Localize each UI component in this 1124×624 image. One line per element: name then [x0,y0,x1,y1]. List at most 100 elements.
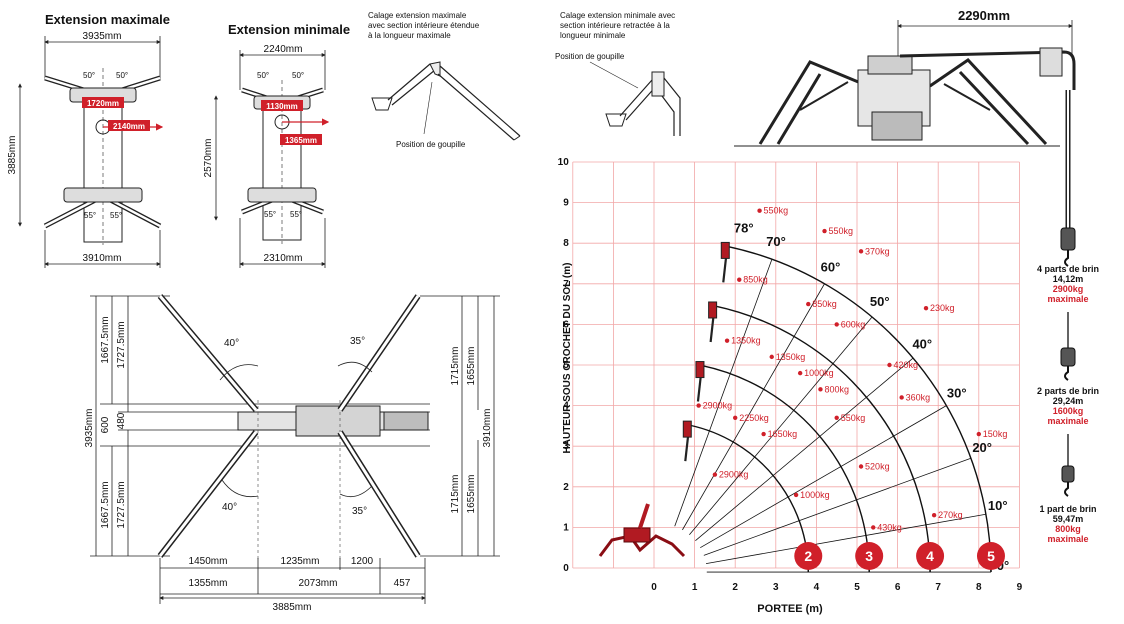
load-point-label: 800kg [824,384,849,394]
load-point [724,338,730,343]
angle-label: 78° [734,221,754,236]
x-tick-label: 0 [651,582,657,593]
boom-head [695,361,705,379]
calage-max-line-3: à la longueur maximale [368,31,451,40]
load-point-label: 520kg [865,462,890,472]
top-view-left-dim-5: 1667.5mm [100,481,111,528]
section-badge [794,542,823,570]
top-view-bottom-row2-3: 457 [394,578,411,589]
hook-block-3-length: 59,47m [1053,514,1084,524]
y-tick-label: 10 [558,157,570,168]
top-view-angle-2: 35° [350,336,365,347]
hook-blocks: 4 parts de brin 14,12m 2900kg maximale 2… [1037,227,1099,544]
section-badge-label: 2 [804,548,812,564]
calage-min-line-1: Calage extension minimale avec [560,11,675,20]
load-point [761,431,766,437]
extension-max-angle-top-right: 50° [116,71,128,80]
load-point [737,277,742,282]
angle-label: 70° [766,234,786,249]
x-tick-label: 6 [895,582,901,593]
load-arc [727,245,992,573]
angle-label: 20° [972,440,992,455]
load-point [793,492,799,498]
extension-max-width-bottom: 3910mm [83,253,122,264]
extension-min-width-bottom: 2310mm [264,253,303,264]
boom-head [682,420,692,438]
load-point [871,525,876,530]
x-tick-label: 4 [814,582,820,593]
top-view-bottom-row1-3: 1200 [351,556,374,567]
angle-label: 30° [947,386,967,401]
top-view-bottom-total: 3885mm [273,602,312,613]
extension-max-diagram: Extension maximale 3935mm 3885mm 50° 50°… [7,12,170,268]
load-point [834,322,839,327]
top-view-left-dim-2: 1727.5mm [116,321,127,368]
load-chart-xlabel: PORTEE (m) [757,603,823,615]
angle-label: 40° [912,336,932,351]
load-point-label: 2900kg [719,470,749,480]
load-point-label: 1000kg [804,368,834,378]
calage-max-pin-label: Position de goupille [396,140,466,149]
x-tick-label: 9 [1017,582,1023,593]
boom-head [720,241,730,259]
angle-ray [703,457,972,556]
load-chart-points: 550kg550kg370kg850kg850kg600kg230kg1350k… [696,206,1007,532]
y-tick-label: 0 [563,563,569,574]
load-arc [701,364,870,573]
top-view-left-dim-3: 600 [100,416,111,433]
calage-min-pin-label: Position de goupille [555,52,625,61]
top-view-right-dim-4: 1655mm [466,475,477,514]
extension-min-diagram: Extension minimale 2240mm 2570mm 50° 50°… [203,22,350,268]
load-chart-machine-icon [598,503,686,558]
load-arc [689,424,809,573]
extension-max-width-top: 3935mm [83,31,122,42]
extension-max-angle-top-left: 50° [83,71,95,80]
load-point-label: 850kg [812,299,837,309]
load-point-label: 1000kg [800,490,830,500]
load-point [696,403,701,408]
side-view-width: 2290mm [958,8,1010,23]
section-badge-label: 3 [865,548,873,564]
calage-min-diagram: Calage extension minimale avec section i… [555,11,681,136]
x-tick-label: 1 [692,582,698,593]
load-point-label: 1650kg [768,429,798,439]
angle-label: 60° [821,259,841,274]
top-view-bottom-row2-1: 1355mm [189,578,228,589]
calage-max-line-2: avec section intérieure étendue [368,21,480,30]
y-tick-label: 8 [563,238,569,249]
load-point [769,354,774,360]
calage-min-line-2: section intérieure retractée à la [560,21,670,30]
extension-min-tag-2: 1365mm [285,136,317,145]
top-view-bottom-row1-1: 1450mm [189,556,228,567]
top-view-left-dim-6: 1727.5mm [116,481,127,528]
top-view-right-dim-2: 1655mm [466,347,477,386]
load-point [899,395,904,400]
y-tick-label: 9 [563,198,569,209]
top-view-bottom-row2-2: 2073mm [299,578,338,589]
load-point-label: 550kg [829,226,854,236]
load-point-label: 2250kg [739,413,769,423]
section-badge [976,542,1005,570]
y-tick-label: 2 [563,482,569,493]
hook-block-3-max: maximale [1047,534,1088,544]
x-tick-label: 2 [732,582,738,593]
y-tick-label: 4 [563,401,569,412]
hook-block-1-max: maximale [1047,294,1088,304]
angle-ray [705,513,986,564]
angle-label: 10° [988,498,1008,513]
extension-min-angle-top-left: 50° [257,71,269,80]
extension-min-height: 2570mm [203,139,214,178]
top-view-diagram: 3935mm 1667.5mm 1727.5mm 600 480 1667.5m… [84,294,500,613]
load-point [887,362,892,368]
angle-ray [700,405,947,549]
top-view-right-dim-1: 1715mm [450,347,461,386]
extension-max-tag-2: 2140mm [113,122,145,131]
y-tick-label: 3 [563,441,569,452]
calage-max-line-1: Calage extension maximale [368,11,467,20]
extension-max-title: Extension maximale [45,12,170,27]
section-badge [855,542,884,570]
load-point-label: 270kg [938,510,963,520]
extension-min-width-top: 2240mm [264,44,303,55]
side-view-diagram: 2290mm [734,8,1076,232]
load-point [797,370,803,376]
